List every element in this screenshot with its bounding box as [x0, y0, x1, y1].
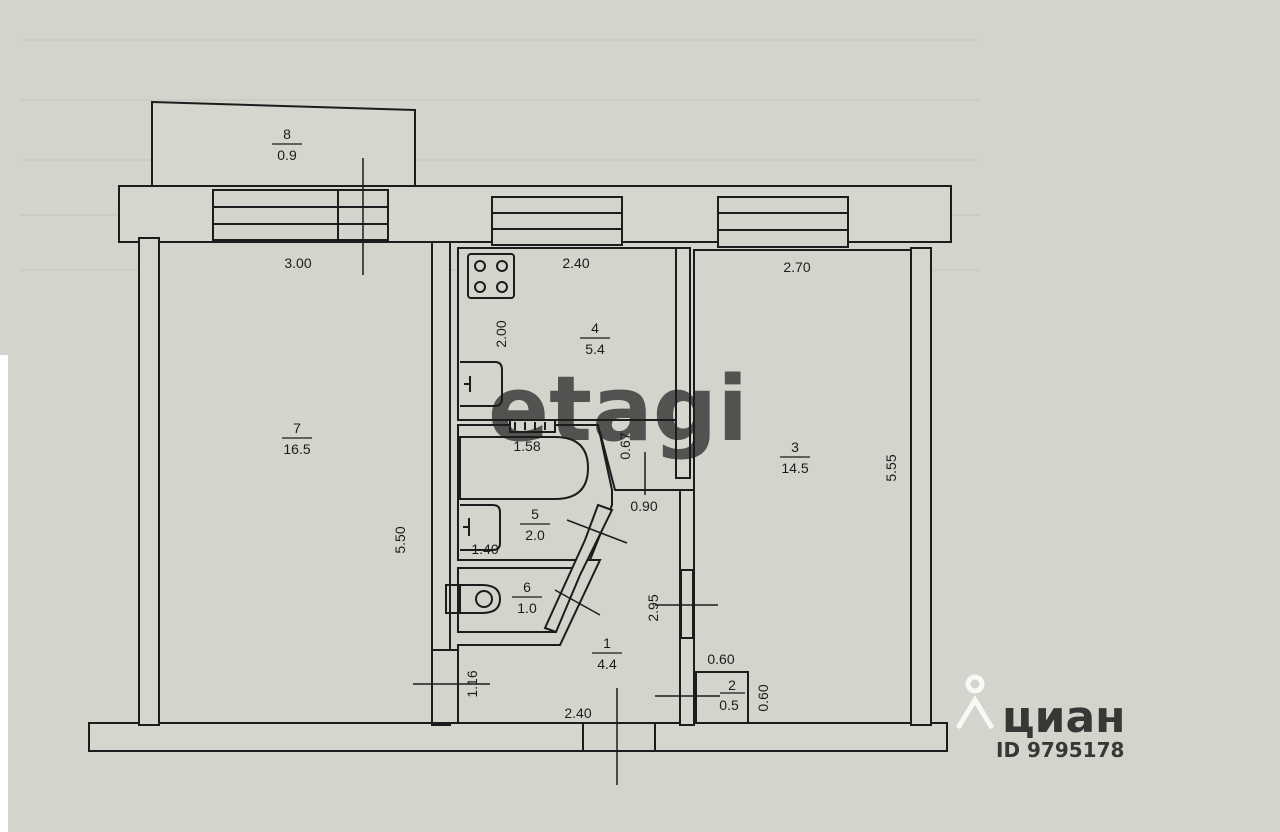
window-room7 — [212, 189, 389, 241]
window-kitchen — [491, 196, 623, 246]
fixtures — [445, 253, 590, 614]
room-3-floor — [693, 249, 912, 724]
room-5-number: 5 — [531, 506, 539, 522]
dimension-labels: 3.00 2.40 2.70 2.00 1.58 0.67 0.90 5.50 … — [284, 255, 899, 721]
room-7-floor — [158, 241, 433, 724]
dim-room7-length: 5.50 — [392, 526, 408, 553]
room-6-number: 6 — [523, 579, 531, 595]
room-4-number: 4 — [591, 320, 599, 336]
dim-room3-length: 5.55 — [883, 454, 899, 481]
room-8-number: 8 — [283, 126, 291, 142]
room3-door-jamb — [680, 569, 694, 639]
window-room3 — [717, 196, 849, 248]
room-2-number: 2 — [728, 677, 736, 693]
dim-kitchen-depth: 2.00 — [493, 320, 509, 347]
cian-watermark: циан ID 9795178 — [955, 674, 1126, 762]
entrance-door-opening — [582, 722, 656, 752]
toilet-icon — [445, 584, 502, 614]
room-2-floor — [695, 671, 749, 724]
dim-closet-depth: 0.60 — [755, 684, 771, 711]
bathroom-block — [457, 419, 614, 634]
room-5-floor — [457, 424, 613, 561]
etagi-watermark: etagi — [488, 357, 748, 462]
dim-bath-lower: 1.40 — [471, 541, 498, 557]
cian-logo-text: циан — [1002, 692, 1126, 743]
left-exterior-wall — [138, 237, 160, 726]
room-7-area: 16.5 — [283, 441, 310, 457]
bath-partition — [543, 503, 614, 634]
dim-hall-width: 2.40 — [564, 705, 591, 721]
room-2-area: 0.5 — [719, 697, 739, 713]
dim-corridor-width: 0.90 — [630, 498, 657, 514]
room-3-area: 14.5 — [781, 460, 808, 476]
dim-hall-length: 2.95 — [645, 594, 661, 621]
bathtub-icon — [459, 436, 590, 500]
dim-kitchen-width: 2.40 — [562, 255, 589, 271]
entry-pier — [431, 649, 459, 724]
room-1-area: 4.4 — [597, 656, 617, 672]
room-4-floor — [457, 247, 677, 421]
room-3-number: 3 — [791, 439, 799, 455]
room-4-area: 5.4 — [585, 341, 605, 357]
dim-room3-width: 2.70 — [783, 259, 810, 275]
room-5-area: 2.0 — [525, 527, 545, 543]
dim-closet-width: 0.60 — [707, 651, 734, 667]
entry-details — [431, 569, 694, 724]
room-labels: 8 0.9 7 16.5 4 5.4 3 14.5 5 2.0 6 1.0 1 … — [277, 126, 809, 713]
section-lines — [362, 158, 720, 785]
room-7-number: 7 — [293, 420, 301, 436]
dim-entry-depth: 1.16 — [464, 670, 480, 697]
right-exterior-wall — [910, 247, 932, 726]
washbasin-icon — [460, 504, 501, 551]
cian-listing-id: ID 9795178 — [996, 738, 1124, 762]
stove-icon — [467, 253, 515, 299]
vent-grille — [509, 419, 556, 433]
dim-room7-width: 3.00 — [284, 255, 311, 271]
room-8-area: 0.9 — [277, 147, 297, 163]
bottom-exterior-wall — [88, 722, 948, 752]
windows — [212, 189, 849, 752]
room-1-number: 1 — [603, 635, 611, 651]
page-edge — [0, 355, 8, 832]
map-pin-icon — [955, 674, 995, 730]
dim-bath-width: 1.58 — [513, 438, 540, 454]
kitchen-sink-icon — [460, 361, 503, 407]
label-bars — [272, 143, 810, 694]
balcony-outline — [151, 100, 416, 192]
dim-corridor-depth: 0.67 — [617, 432, 633, 459]
room-6-area: 1.0 — [517, 600, 537, 616]
